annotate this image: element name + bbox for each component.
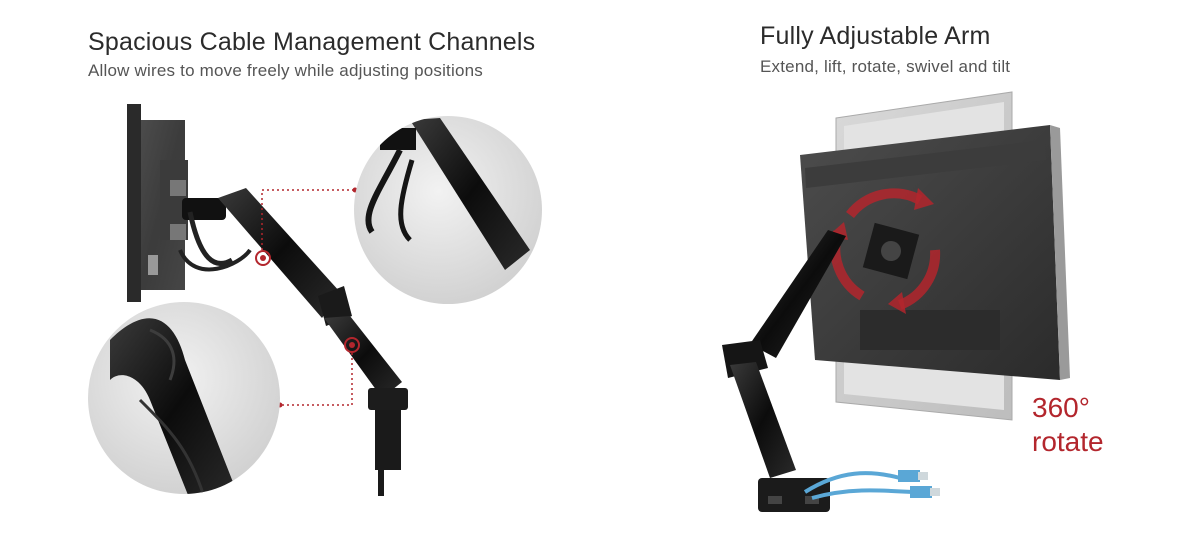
right-feature-title: Fully Adjustable Arm — [760, 22, 991, 50]
left-feature-panel: Spacious Cable Management Channels Allow… — [88, 28, 542, 496]
right-feature-subtitle: Extend, lift, rotate, swivel and tilt — [760, 57, 1011, 76]
left-feature-title: Spacious Cable Management Channels — [88, 28, 536, 56]
zoom-circle-bottom — [88, 302, 280, 494]
cable-management-illustration — [88, 104, 542, 496]
left-feature-subtitle: Allow wires to move freely while adjusti… — [88, 61, 483, 80]
adjustable-arm-illustration — [722, 91, 1070, 512]
rotate-degree-label: 360° — [1032, 392, 1090, 423]
monitor-side-view — [127, 104, 188, 302]
right-feature-panel: Fully Adjustable Arm Extend, lift, rotat… — [600, 0, 1200, 540]
usb-cables — [803, 470, 940, 500]
rotate-word-label: rotate — [1032, 426, 1104, 457]
monitor-arm — [178, 188, 408, 496]
zoom-circle-top — [354, 116, 542, 304]
monitor-back-view — [800, 125, 1070, 380]
